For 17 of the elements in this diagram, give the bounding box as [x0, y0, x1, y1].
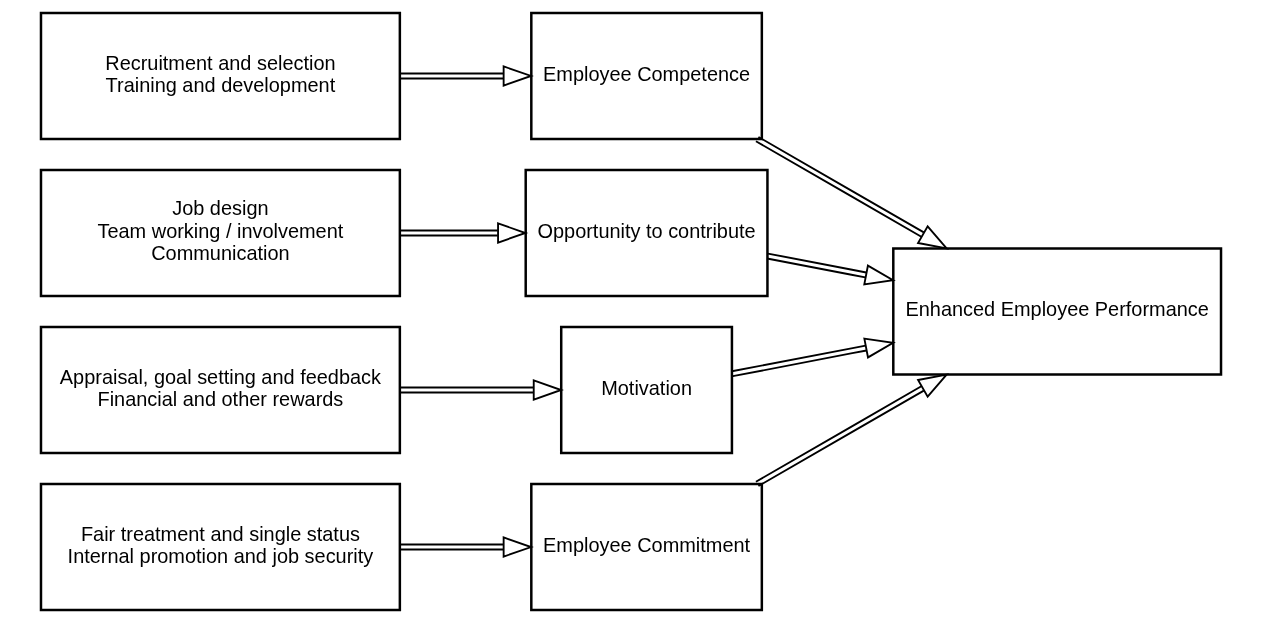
node-box: Employee Competence: [529, 11, 763, 141]
node-box: Enhanced Employee Performance: [891, 247, 1222, 376]
arrow: [398, 65, 534, 87]
arrow: [765, 252, 896, 286]
arrow: [398, 222, 528, 244]
node-box: Job design Team working / involvement Communication: [39, 168, 401, 298]
node-box: Opportunity to contribute: [523, 168, 769, 298]
arrow: [754, 136, 949, 250]
node-box: Employee Commitment: [529, 482, 763, 612]
arrow: [754, 373, 949, 487]
arrow: [398, 536, 534, 558]
arrow: [730, 337, 896, 378]
arrow: [398, 379, 564, 401]
node-box: Appraisal, goal setting and feedback Financial and other rewards: [39, 325, 401, 455]
node-box: Motivation: [559, 325, 733, 455]
node-box: Recruitment and selection Training and development: [39, 11, 401, 141]
node-box: Fair treatment and single status Internal promotion and job security: [39, 482, 401, 612]
